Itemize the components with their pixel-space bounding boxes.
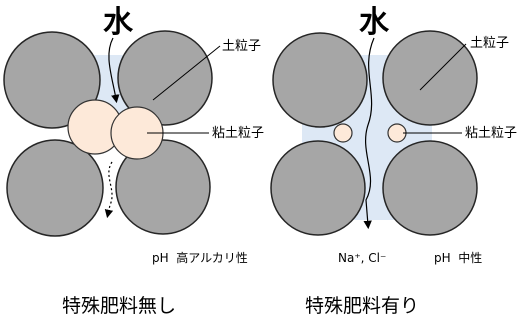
water-flow-arrow — [108, 37, 120, 104]
clay-particle-label: 粘土粒子 — [465, 126, 517, 141]
soil-particle — [272, 32, 368, 128]
ions-label: Na⁺, Cl⁻ — [338, 251, 386, 265]
soil-particle-label: 土粒子 — [470, 36, 509, 51]
water-label: 水 — [359, 5, 390, 40]
ph-label: pH 中性 — [434, 250, 482, 265]
clay-particle-label: 粘土粒子 — [212, 126, 264, 141]
soil-particle — [382, 140, 478, 236]
soil-particle — [117, 30, 213, 126]
water-label: 水 — [103, 5, 134, 40]
clay-particle — [333, 123, 353, 143]
blocked-flow-arrow — [104, 161, 114, 219]
soil-particle — [115, 139, 211, 235]
panel-with-fertilizer: 水 土粒子 粘土粒子 Na⁺, Cl⁻ pH 中性 特殊肥料有り — [270, 5, 517, 317]
panel-without-fertilizer: 水 土粒子 粘土粒子 pH 高アルカリ性 特殊肥料無し — [3, 5, 264, 317]
soil-leader-line — [152, 45, 221, 101]
soil-particle — [270, 140, 366, 236]
soil-particle-label: 土粒子 — [222, 39, 261, 54]
soil-particle — [3, 31, 101, 129]
water-flow-arrow — [363, 37, 375, 230]
soil-particle — [382, 30, 478, 126]
soil-leader-line — [419, 43, 467, 91]
panel-caption: 特殊肥料有り — [305, 295, 419, 317]
panel-caption: 特殊肥料無し — [62, 295, 176, 317]
ph-label: pH 高アルカリ性 — [152, 250, 248, 265]
soil-particle — [6, 139, 104, 237]
